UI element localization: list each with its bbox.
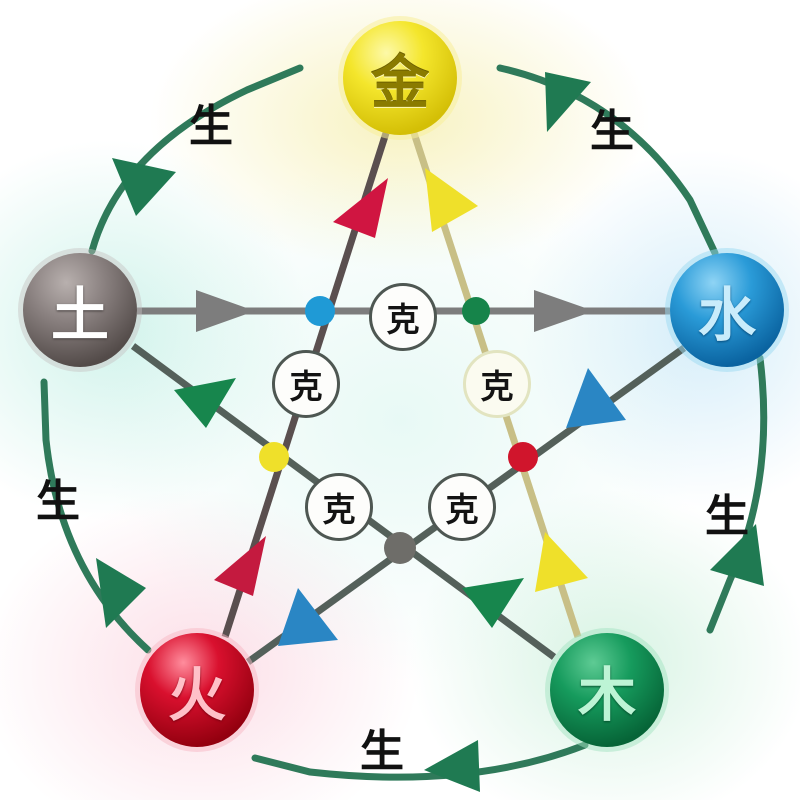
node-metal[interactable] bbox=[343, 21, 457, 135]
arrowhead-fire-earth bbox=[96, 558, 146, 628]
sheng-text-3: 生 bbox=[360, 726, 404, 777]
arrowhead-fire-metal-1 bbox=[333, 178, 388, 238]
sheng-label-fire-earth: 生 bbox=[36, 480, 80, 524]
junction-dot-yellow bbox=[259, 442, 289, 472]
arrowhead-earth-water-1 bbox=[196, 290, 255, 332]
ke-label-wood-earth: 克 bbox=[305, 473, 373, 541]
sheng-arc-fire-earth bbox=[40, 378, 152, 654]
sheng-label-wood-fire: 生 bbox=[360, 730, 404, 774]
sheng-arc-metal-water bbox=[496, 64, 719, 257]
sheng-arrowheads bbox=[96, 72, 764, 792]
arrowhead-metal-water bbox=[545, 72, 591, 132]
junction-dot-blue bbox=[305, 296, 335, 326]
ke-text-3: 克 bbox=[322, 490, 356, 529]
node-earth[interactable] bbox=[23, 253, 137, 367]
ke-line-water-fire bbox=[245, 345, 687, 665]
node-wood[interactable] bbox=[550, 633, 664, 747]
arrowhead-metal-wood-2 bbox=[535, 532, 588, 592]
sheng-arc-earth-metal bbox=[88, 64, 304, 255]
junction-dot-gray bbox=[384, 532, 416, 564]
ke-text-0: 克 bbox=[386, 300, 420, 339]
node-water[interactable] bbox=[670, 253, 784, 367]
sheng-label-earth-metal: 生 bbox=[189, 105, 233, 149]
ke-label-metal-wood: 克 bbox=[463, 350, 531, 418]
ke-text-4: 克 bbox=[445, 490, 479, 529]
sheng-text-4: 生 bbox=[36, 476, 80, 527]
sheng-text-0: 生 bbox=[189, 101, 233, 152]
ke-label-fire-metal: 克 bbox=[272, 350, 340, 418]
arrowhead-water-fire-2 bbox=[278, 588, 338, 646]
arrowhead-earth-metal bbox=[112, 158, 176, 216]
ke-label-water-fire: 克 bbox=[428, 473, 496, 541]
sheng-label-metal-water: 生 bbox=[590, 110, 634, 154]
sheng-text-2: 生 bbox=[705, 491, 749, 542]
junction-dot-layer bbox=[259, 296, 538, 564]
arrowhead-earth-water-2 bbox=[534, 290, 594, 332]
arrowhead-wood-fire bbox=[424, 740, 480, 792]
junction-dot-green bbox=[462, 297, 490, 325]
node-fire[interactable] bbox=[140, 633, 254, 747]
arrowhead-wood-earth-1 bbox=[174, 378, 236, 428]
arrowhead-water-fire-1 bbox=[566, 368, 626, 428]
arrowhead-fire-metal-2 bbox=[214, 536, 266, 596]
sheng-text-1: 生 bbox=[590, 106, 634, 157]
junction-dot-red bbox=[508, 442, 538, 472]
arrowhead-metal-wood-1 bbox=[425, 168, 478, 232]
element-node-layer bbox=[18, 16, 789, 752]
ke-label-earth-water: 克 bbox=[369, 283, 437, 351]
ke-text-1: 克 bbox=[289, 367, 323, 406]
sheng-label-water-wood: 生 bbox=[705, 495, 749, 539]
arrowhead-water-wood bbox=[710, 524, 764, 586]
arrowhead-wood-earth-2 bbox=[462, 578, 524, 628]
ke-text-2: 克 bbox=[480, 367, 514, 406]
